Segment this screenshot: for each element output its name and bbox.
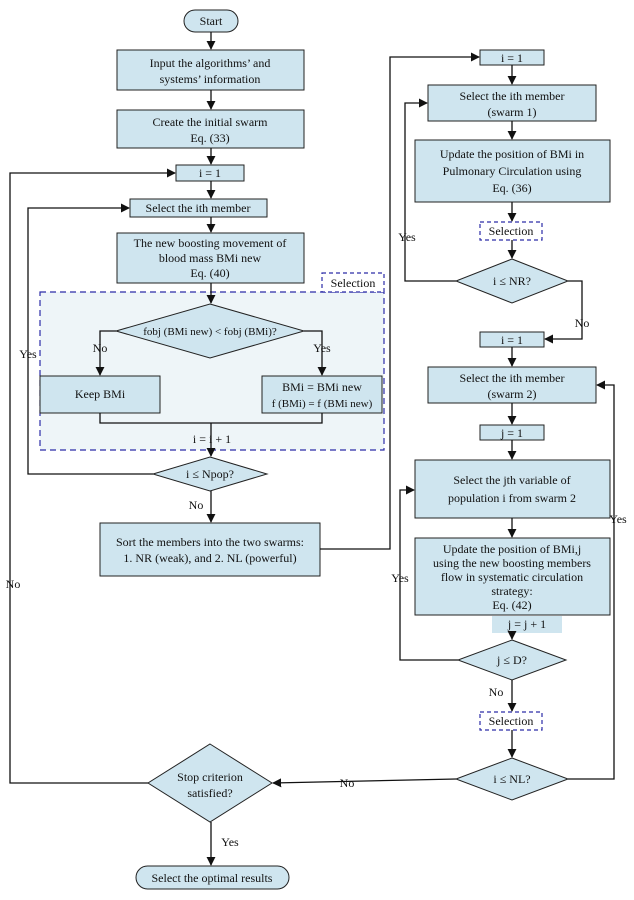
input-box	[116, 49, 305, 91]
yes-label-stop: Yes	[221, 835, 239, 849]
select-jth-line2: population i from swarm 2	[448, 491, 576, 505]
update-systematic-line1: Update the position of BMi,j	[443, 542, 581, 556]
boosting-line2: blood mass BMi new	[159, 251, 262, 265]
select-swarm2-line2: (swarm 2)	[488, 387, 537, 401]
input-text-line1: Input the algorithms’ and	[150, 56, 271, 70]
sort-box	[99, 522, 321, 577]
no-label-nl: No	[340, 776, 355, 790]
update-systematic-line4: strategy:	[491, 584, 532, 598]
boosting-line1: The new boosting movement of	[134, 236, 287, 250]
selection-label-box	[321, 272, 385, 293]
nr-decision-label: i ≤ NR?	[493, 274, 531, 288]
update-systematic-box	[414, 537, 611, 616]
keep-label: Keep BMi	[75, 387, 126, 401]
selection-right2-label: Selection	[489, 714, 534, 728]
keep-box	[39, 375, 161, 414]
create-swarm-box	[116, 109, 305, 149]
j-increment-bg	[492, 616, 562, 633]
sort-line2: 1. NR (weak), and 2. NL (powerful)	[123, 551, 296, 565]
select-swarm1-box	[427, 84, 597, 122]
nl-decision	[454, 757, 570, 801]
update-systematic-line3: flow in systematic circulation	[441, 570, 583, 584]
sort-line1: Sort the members into the two swarms:	[116, 535, 304, 549]
no-label-npop: No	[189, 498, 204, 512]
select-ith-label: Select the ith member	[146, 201, 251, 215]
final-terminal	[135, 865, 290, 890]
select-ith-box	[129, 198, 268, 218]
selection-right1-box	[479, 221, 543, 241]
nr-decision	[454, 258, 570, 304]
nl-decision-label: i ≤ NL?	[493, 772, 530, 786]
create-swarm-line1: Create the initial swarm	[153, 115, 269, 129]
stop-line2: satisfied?	[187, 786, 232, 800]
final-label: Select the optimal results	[152, 871, 273, 885]
init-i-box-left	[175, 164, 245, 182]
select-jth-line1: Select the jth variable of	[453, 473, 570, 487]
init-i-left-label: i = 1	[199, 166, 221, 180]
no-label-left-loop: No	[6, 577, 21, 591]
npop-decision	[151, 456, 269, 492]
select-swarm1-line2: (swarm 1)	[488, 105, 537, 119]
select-swarm1-line1: Select the ith member	[460, 89, 565, 103]
yes-label-nl: Yes	[609, 512, 627, 526]
stop-decision	[147, 743, 273, 823]
npop-decision-label: i ≤ Npop?	[186, 467, 234, 481]
connectors	[9, 32, 615, 866]
update-pulmonary-line3: Eq. (36)	[492, 181, 531, 195]
create-swarm-line2: Eq. (33)	[190, 131, 229, 145]
init-i-right1-label: i = 1	[501, 51, 523, 65]
yes-label-nr: Yes	[398, 230, 416, 244]
input-text-line2: systems’ information	[160, 72, 261, 86]
fobj-decision	[114, 303, 306, 359]
select-swarm2-box	[427, 366, 597, 404]
start-label: Start	[200, 14, 223, 28]
selection-right1-label: Selection	[489, 224, 534, 238]
update-pulmonary-line1: Update the position of BMi in	[440, 147, 584, 161]
update-systematic-line5: Eq. (42)	[492, 598, 531, 612]
stop-line1: Stop criterion	[177, 770, 243, 784]
assign-box	[261, 375, 383, 414]
init-i-right2-label: i = 1	[501, 333, 523, 347]
i-increment-label: i = i + 1	[193, 432, 231, 446]
select-swarm2-line1: Select the ith member	[460, 371, 565, 385]
init-j-label: j = 1	[500, 426, 523, 440]
selection-label: Selection	[331, 276, 376, 290]
assign-line2: f (BMi) = f (BMi new)	[272, 398, 373, 410]
select-jth-box	[414, 459, 611, 519]
boosting-line3: Eq. (40)	[190, 266, 229, 280]
update-pulmonary-line2: Pulmonary Circulation using	[443, 164, 582, 178]
update-pulmonary-box	[414, 139, 611, 203]
assign-line1: BMi = BMi new	[282, 380, 362, 394]
d-decision-label: j ≤ D?	[496, 653, 527, 667]
selection-right2-box	[479, 711, 543, 731]
j-increment-label: j = j + 1	[507, 617, 546, 631]
fobj-decision-label: fobj (BMi new) < fobj (BMi)?	[143, 326, 277, 338]
update-systematic-line2: using the new boosting members	[433, 556, 591, 570]
no-label-d: No	[489, 685, 504, 699]
